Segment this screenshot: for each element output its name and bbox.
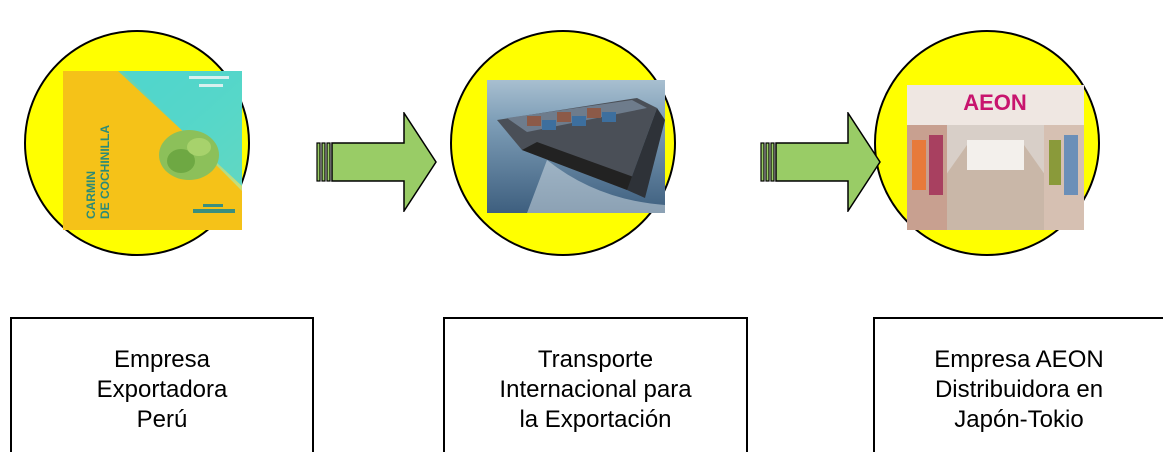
step-2-label: Transporte Internacional para la Exporta… [499, 345, 692, 433]
step-3-label: Empresa AEON Distribuidora en Japón-Toki… [934, 345, 1104, 433]
flow-arrow-2 [760, 110, 882, 214]
aeon-store-icon: AEON [907, 85, 1084, 230]
step-1-label: Empresa Exportadora Perú [96, 345, 228, 433]
svg-text:DE COCHINILLA: DE COCHINILLA [98, 125, 112, 219]
package-title: CARMIN DE COCHINILLA [84, 125, 112, 219]
flow-arrow-1 [316, 110, 438, 214]
store-logo: AEON [963, 90, 1027, 115]
container-ship-icon [487, 80, 665, 213]
svg-text:CARMIN: CARMIN [84, 171, 98, 219]
carmin-cochinilla-package-icon: CARMIN DE COCHINILLA [63, 71, 242, 230]
step-2-label-box: Transporte Internacional para la Exporta… [443, 317, 748, 452]
step-1-label-box: Empresa Exportadora Perú [10, 317, 314, 452]
step-3-label-box: Empresa AEON Distribuidora en Japón-Toki… [873, 317, 1163, 452]
